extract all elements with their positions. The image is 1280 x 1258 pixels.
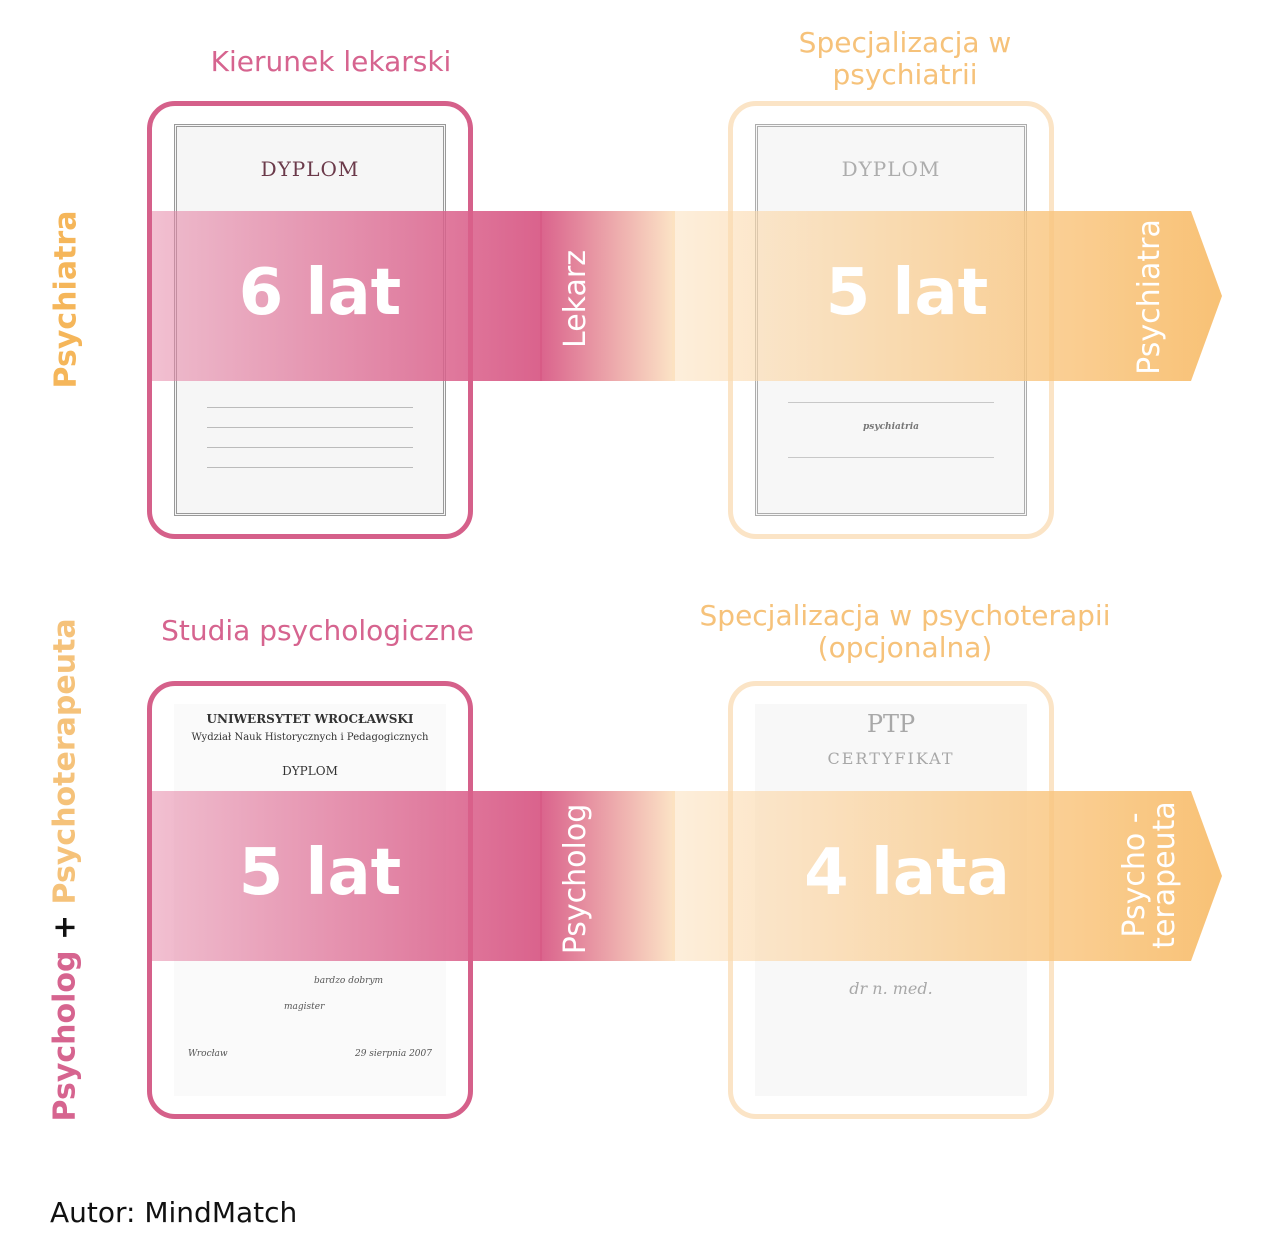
diploma-field: psychiatria <box>862 422 919 432</box>
duration-label: 6 lat <box>238 256 402 330</box>
duration-label: 4 lata <box>804 836 1010 910</box>
diploma-line <box>207 467 413 468</box>
certificate-logo: PTP <box>866 710 916 738</box>
diploma-line <box>788 457 994 458</box>
path-label-psycholog-psychoterapeuta: Psycholog + Psychoterapeuta <box>47 618 83 1122</box>
plus-sign: + <box>47 914 83 941</box>
timeline-arrow <box>672 791 1222 961</box>
diploma-heading: DYPLOM <box>282 764 338 778</box>
step-title-psychotherapy-spec: Specjalizacja w psychoterapii (opcjonaln… <box>699 599 1111 664</box>
timeline-band-pink <box>152 791 542 961</box>
result-line: terapeuta <box>1147 801 1182 949</box>
diploma-footer: Wrocław 29 sierpnia 2007 <box>174 1049 446 1059</box>
step-title-medicine: Kierunek lekarski <box>210 45 452 78</box>
diploma-line <box>788 402 994 403</box>
step-title-psychology: Studia psychologiczne <box>161 614 474 647</box>
diploma-faculty: Wydział Nauk Historycznych i Pedagogiczn… <box>191 732 429 743</box>
path-label-psycholog: Psycholog <box>47 950 83 1122</box>
diploma-heading: DYPLOM <box>260 157 360 181</box>
result-label-psychiatra: Psychiatra <box>1132 219 1167 375</box>
result-line: Psycho - <box>1117 812 1152 938</box>
diploma-line <box>207 407 413 408</box>
duration-label: 5 lat <box>238 836 402 910</box>
certificate-heading: CERTYFIKAT <box>827 749 955 768</box>
result-label-lekarz: Lekarz <box>558 250 593 348</box>
diploma-city: Wrocław <box>188 1049 228 1059</box>
diploma-grade: bardzo dobrym <box>314 976 384 986</box>
diploma-university: UNIWERSYTET WROCŁAWSKI <box>206 712 414 726</box>
timeline-arrow <box>672 211 1222 381</box>
timeline-band-pink <box>152 211 542 381</box>
author-credit: Autor: MindMatch <box>50 1196 298 1229</box>
diploma-title: magister <box>284 1002 325 1012</box>
certificate-degree: dr n. med. <box>849 979 933 998</box>
diploma-line <box>207 427 413 428</box>
step-title-psychiatry-spec: Specjalizacja w psychiatrii <box>798 26 1012 91</box>
diploma-line <box>207 447 413 448</box>
timeline-band-transition <box>540 211 675 381</box>
result-label-psychoterapeuta: Psycho -terapeuta <box>1117 775 1182 975</box>
path-label-psychoterapeuta: Psychoterapeuta <box>47 618 83 905</box>
path-label-psychiatra: Psychiatra <box>48 210 84 389</box>
timeline-band-transition <box>540 791 675 961</box>
result-label-psycholog: Psycholog <box>558 803 593 955</box>
diploma-heading: DYPLOM <box>841 157 941 181</box>
duration-label: 5 lat <box>825 256 989 330</box>
diploma-date: 29 sierpnia 2007 <box>354 1049 432 1059</box>
